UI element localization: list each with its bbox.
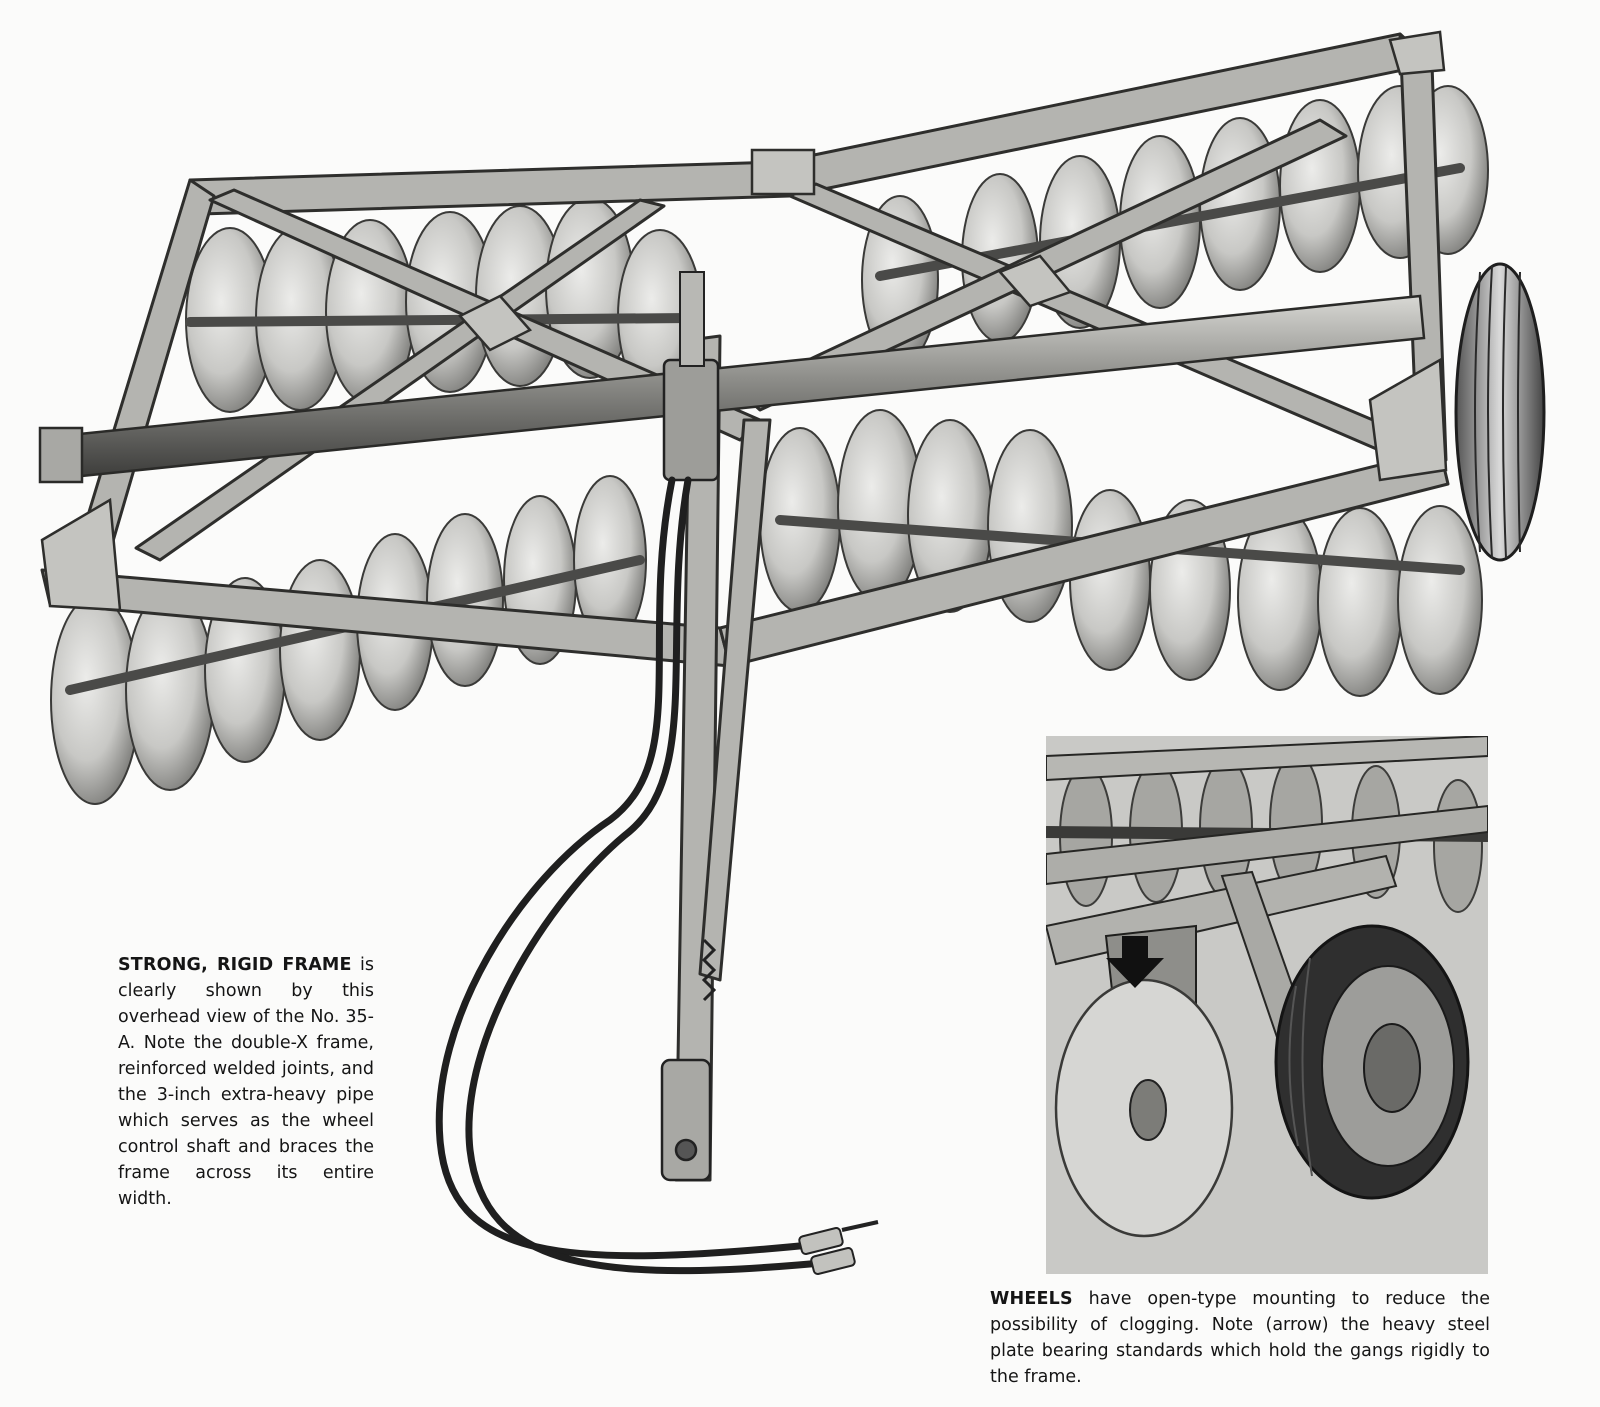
wheels-caption-lead: WHEELS [990,1289,1073,1309]
wheels-caption: WHEELS have open-type mounting to reduce… [990,1286,1490,1390]
gusset-plates [40,30,1448,612]
hydraulic-cylinder [662,271,720,482]
shaft-end-bracket [38,426,84,484]
arrow-down-icon [1106,936,1164,988]
lever-spring [701,938,717,1002]
frame-caption-lead: STRONG, RIGID FRAME [118,955,352,975]
hose-couplers [798,1220,879,1275]
transport-wheel [1454,262,1546,562]
wheels-caption-body: have open-type mounting to reduce the po… [990,1289,1490,1387]
frame-caption: STRONG, RIGID FRAME is clearly shown by … [118,952,374,1212]
frame-caption-body: is clearly shown by this overhead view o… [118,955,374,1209]
tire-treads [1474,265,1521,559]
hydraulic-hoses [435,476,836,1275]
wheel-mounting-photo [1046,736,1488,1274]
hitch-clevis [660,1058,712,1182]
